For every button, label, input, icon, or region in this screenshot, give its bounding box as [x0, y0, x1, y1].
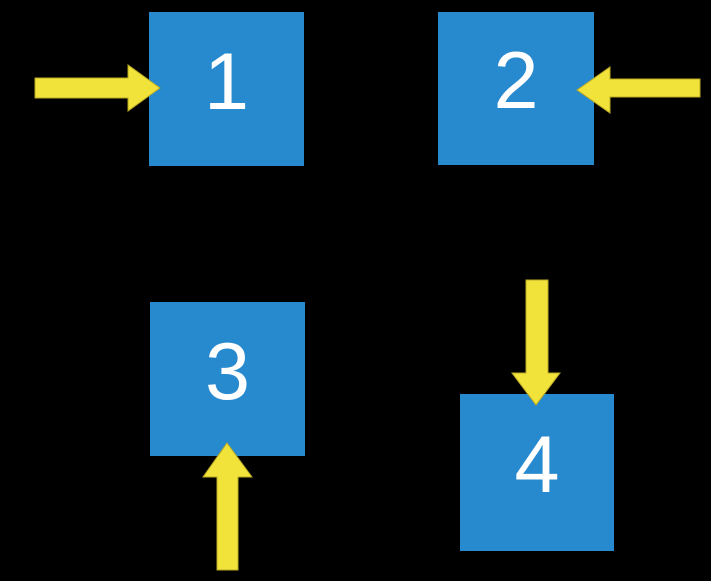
square-4: 4	[460, 394, 614, 551]
arrow-up-icon	[202, 442, 253, 571]
square-1-label: 1	[203, 36, 250, 127]
arrow-right-icon	[34, 64, 161, 112]
arrow-left-icon	[576, 66, 701, 114]
square-2-label: 2	[493, 36, 539, 126]
arrow-down-icon	[511, 279, 561, 406]
square-4-label: 4	[514, 420, 560, 510]
square-1: 1	[149, 12, 304, 166]
square-3: 3	[150, 302, 305, 456]
square-3-label: 3	[204, 326, 251, 417]
square-2: 2	[438, 12, 594, 165]
